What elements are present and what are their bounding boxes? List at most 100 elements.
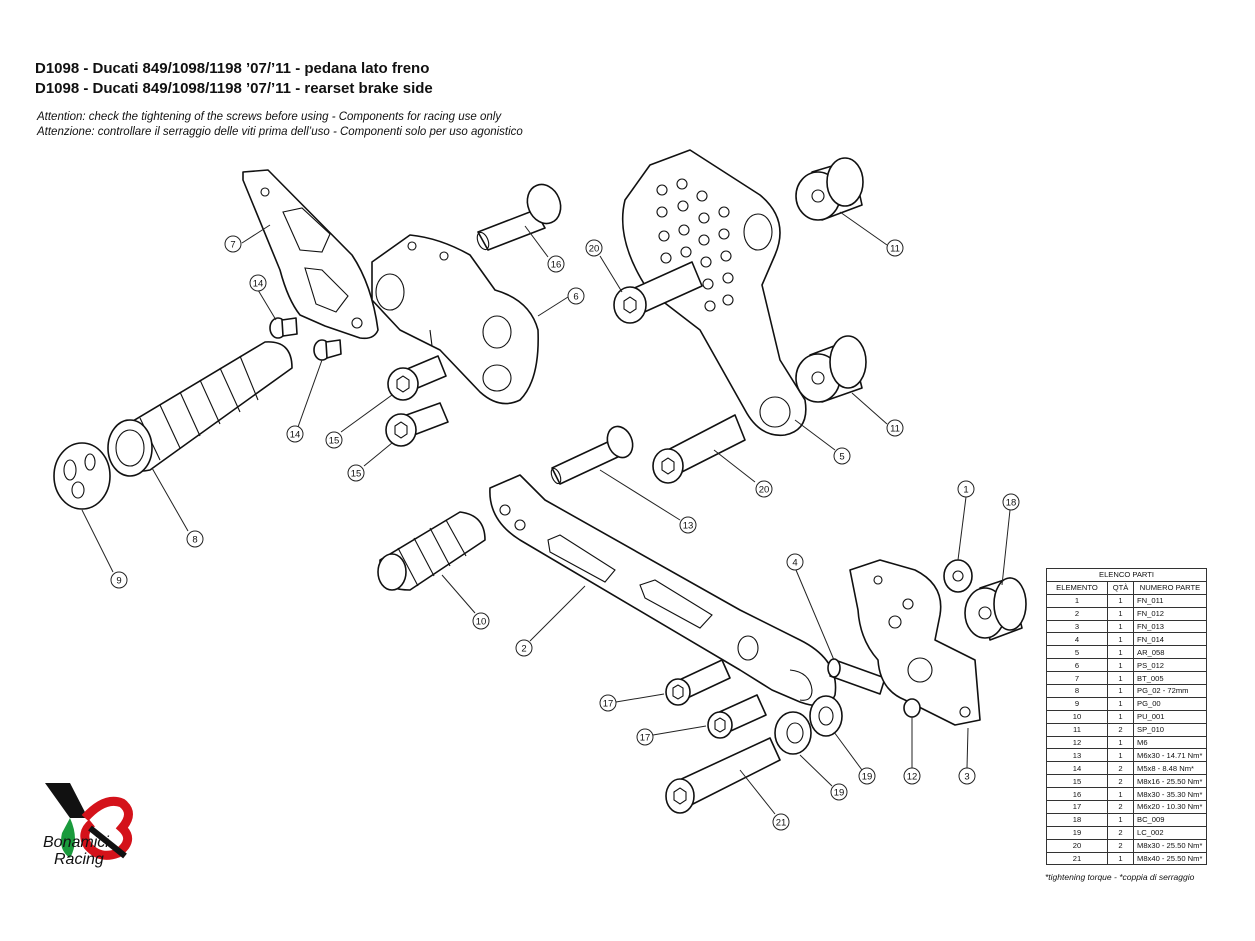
svg-text:6: 6	[573, 292, 578, 303]
parts-list-table: ELENCO PARTI ELEMENTO QTÀ NUMERO PARTE 1…	[1046, 568, 1207, 866]
warning-note-italian: Attenzione: controllare il serraggio del…	[37, 126, 523, 138]
screw-14-lower	[313, 339, 342, 361]
cell-part-number: PS_012	[1133, 658, 1207, 673]
cell-qty: 1	[1107, 748, 1134, 763]
cell-qty: 1	[1107, 658, 1134, 673]
cell-element: 19	[1046, 825, 1108, 840]
cell-element: 5	[1046, 645, 1108, 660]
cell-element: 15	[1046, 774, 1108, 789]
cell-element: 3	[1046, 619, 1108, 634]
callout-14: 14	[286, 425, 304, 443]
callout-11: 11	[886, 419, 904, 437]
cell-qty: 1	[1107, 593, 1134, 608]
svg-text:9: 9	[116, 576, 121, 587]
svg-text:15: 15	[351, 469, 362, 480]
cell-element: 21	[1046, 851, 1108, 866]
cell-part-number: FN_012	[1133, 606, 1207, 621]
callout-19: 19	[858, 767, 876, 785]
svg-text:15: 15	[329, 436, 340, 447]
svg-text:17: 17	[640, 733, 651, 744]
callout-10: 10	[472, 612, 490, 630]
cell-part-number: FN_014	[1133, 632, 1207, 647]
bush-18	[964, 577, 1027, 641]
cell-part-number: M8x30 - 35.30 Nm*	[1133, 787, 1207, 802]
screw-14-upper	[269, 317, 298, 339]
callout-19: 19	[830, 783, 848, 801]
cell-part-number: M6x30 - 14.71 Nm*	[1133, 748, 1207, 763]
svg-text:20: 20	[759, 485, 770, 496]
cell-qty: 2	[1107, 800, 1134, 814]
svg-text:4: 4	[792, 558, 797, 569]
svg-text:5: 5	[839, 452, 844, 463]
svg-text:21: 21	[776, 818, 787, 829]
callout-16: 16	[547, 255, 565, 273]
cell-element: 6	[1046, 658, 1108, 673]
bolt-20-lower	[652, 414, 746, 484]
cell-element: 13	[1046, 748, 1108, 763]
svg-text:2: 2	[521, 644, 526, 655]
callout-15: 15	[325, 431, 343, 449]
cell-qty: 1	[1107, 619, 1134, 634]
footpeg	[107, 341, 293, 477]
pivot-pin	[827, 658, 886, 695]
bolt-16	[476, 183, 562, 251]
column-header-qty: QTÀ	[1107, 580, 1134, 595]
cell-qty: 2	[1107, 838, 1134, 853]
cell-part-number: FN_011	[1133, 593, 1207, 608]
callout-11: 11	[886, 239, 904, 257]
callout-4: 4	[786, 553, 804, 571]
master-cylinder-bracket	[849, 559, 981, 726]
nut-12	[903, 698, 921, 718]
cell-part-number: LC_002	[1133, 825, 1207, 840]
screw-17-upper	[665, 659, 731, 706]
washer-19-right	[809, 695, 843, 737]
svg-text:13: 13	[683, 521, 694, 532]
svg-text:12: 12	[907, 772, 918, 783]
cell-qty: 1	[1107, 812, 1134, 827]
title-english: D1098 - Ducati 849/1098/1198 ’07/’11 - r…	[35, 80, 433, 97]
callout-12: 12	[903, 767, 921, 785]
cell-qty: 1	[1107, 632, 1134, 647]
callout-17: 17	[599, 694, 617, 712]
cell-element: 8	[1046, 684, 1108, 698]
cell-part-number: PG_02 - 72mm	[1133, 684, 1207, 698]
cell-element: 7	[1046, 671, 1108, 686]
cell-part-number: BC_009	[1133, 812, 1207, 827]
bolt-20-upper	[613, 261, 703, 324]
spacer-1	[943, 559, 973, 593]
cell-qty: 2	[1107, 774, 1134, 789]
callout-9: 9	[110, 571, 128, 589]
svg-text:18: 18	[1006, 498, 1017, 509]
callout-13: 13	[679, 516, 697, 534]
cell-element: 18	[1046, 812, 1108, 827]
logo-text-racing: Racing	[54, 851, 104, 868]
cell-part-number: AR_058	[1133, 645, 1207, 660]
heel-guard-plate	[242, 169, 379, 340]
cell-qty: 1	[1107, 696, 1134, 711]
cell-element: 10	[1046, 709, 1108, 724]
callout-15: 15	[347, 464, 365, 482]
callout-18: 18	[1002, 493, 1020, 511]
cell-part-number: SP_010	[1133, 722, 1207, 737]
bolt-13	[550, 425, 634, 485]
washer-19-left	[774, 711, 812, 755]
cell-qty: 1	[1107, 684, 1134, 698]
callout-5: 5	[833, 447, 851, 465]
callout-2: 2	[515, 639, 533, 657]
svg-text:7: 7	[230, 240, 235, 251]
cell-qty: 1	[1107, 787, 1134, 802]
cell-qty: 2	[1107, 825, 1134, 840]
cell-element: 12	[1046, 735, 1108, 750]
svg-text:19: 19	[834, 788, 845, 799]
column-header-part-number: NUMERO PARTE	[1133, 580, 1207, 595]
